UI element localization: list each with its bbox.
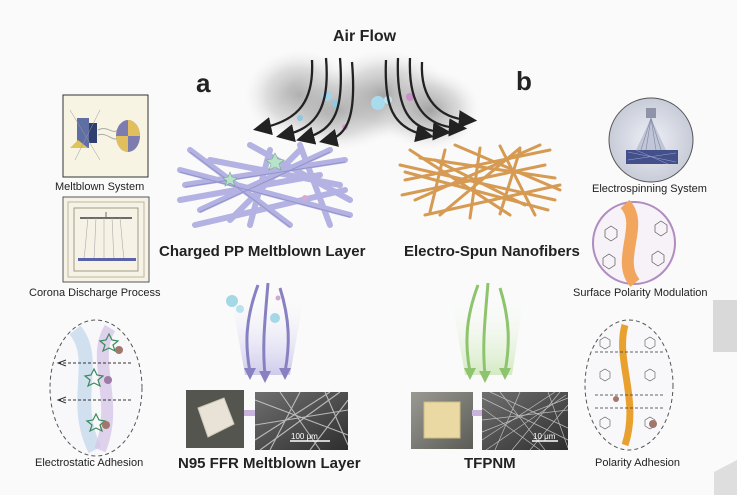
filtered-flow-arrowheads-b xyxy=(464,368,511,383)
electrostatic-adhesion-label: Electrostatic Adhesion xyxy=(35,457,144,469)
panel-a-letter: a xyxy=(196,68,211,98)
tfpnm-sem-image xyxy=(481,391,569,451)
n95-sem-image xyxy=(254,391,349,451)
filtered-flow-arrows-b xyxy=(465,282,510,376)
n95-meltblown-label: N95 FFR Meltblown Layer xyxy=(178,455,361,472)
pp-meltblown-fiber-mesh xyxy=(177,142,353,228)
meltblown-system-label: Meltblown System xyxy=(55,181,145,193)
tfpnm-scale-bar-label: 10 μm xyxy=(533,432,556,441)
meltblown-system-illustration xyxy=(62,94,149,178)
air-flow-arrows-left xyxy=(252,57,355,147)
edge-shape-bottom xyxy=(714,460,737,495)
electrospinning-system-label: Electrospinning System xyxy=(592,183,707,195)
polarity-adhesion-illustration xyxy=(584,319,674,451)
surface-polarity-illustration xyxy=(592,199,676,287)
electrospinning-system-illustration xyxy=(608,97,694,183)
particles-in-flow-a xyxy=(226,295,281,323)
polarity-adhesion-label: Polarity Adhesion xyxy=(595,457,680,469)
tfpnm-sample-photo xyxy=(411,392,473,449)
electrostatic-adhesion-illustration xyxy=(49,319,143,457)
corona-discharge-label: Corona Discharge Process xyxy=(29,287,161,299)
pp-meltblown-layer-label: Charged PP Meltblown Layer xyxy=(159,243,366,260)
tfpnm-label: TFPNM xyxy=(464,455,516,472)
captured-particles-a xyxy=(222,152,308,201)
electrospun-fiber-mesh xyxy=(398,143,562,220)
filtered-flow-arrowheads-a xyxy=(244,368,291,383)
electrospun-nanofibers-label: Electro-Spun Nanofibers xyxy=(404,243,580,260)
air-flow-arrows-right xyxy=(384,57,478,143)
pp-fiber-highlights xyxy=(179,151,351,228)
panel-b-letter: b xyxy=(516,66,532,96)
surface-polarity-label: Surface Polarity Modulation xyxy=(573,287,708,299)
n95-scale-bar-label: 100 μm xyxy=(291,432,318,441)
n95-sample-photo xyxy=(186,390,244,448)
filtered-flow-arrows-a xyxy=(245,282,290,376)
corona-discharge-illustration xyxy=(62,196,150,283)
air-flow-cloud xyxy=(245,50,480,150)
edge-shape-top xyxy=(713,300,737,352)
air-flow-title: Air Flow xyxy=(333,28,397,45)
